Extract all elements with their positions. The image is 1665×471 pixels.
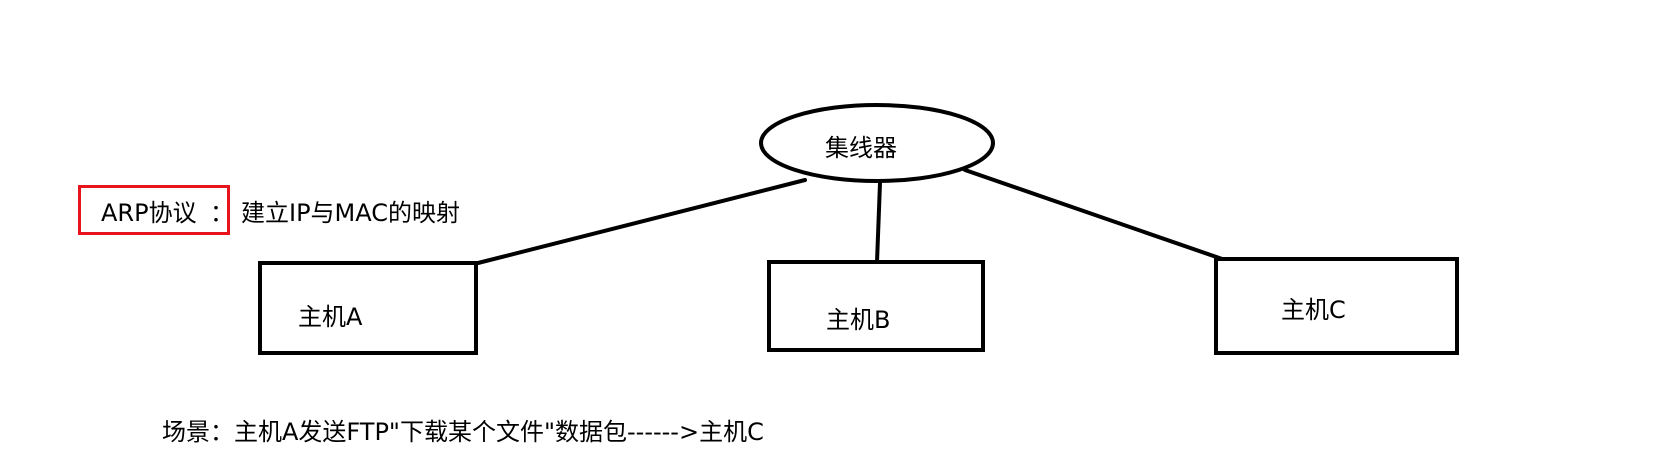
protocol-name: ARP协议 bbox=[101, 199, 197, 227]
host-a-box: 主机A bbox=[258, 261, 478, 355]
host-c-label: 主机C bbox=[1281, 296, 1346, 324]
protocol-highlight-box bbox=[78, 185, 230, 235]
host-b-label: 主机B bbox=[826, 306, 891, 334]
protocol-description: 建立IP与MAC的映射 bbox=[241, 199, 461, 227]
link-hub-host-a bbox=[476, 178, 807, 265]
host-c-box: 主机C bbox=[1214, 257, 1459, 355]
host-b-box: 主机B bbox=[767, 260, 985, 352]
scenario-caption: 场景：主机A发送FTP"下载某个文件"数据包------>主机C bbox=[162, 418, 764, 446]
link-hub-host-c bbox=[963, 168, 1230, 263]
hub-label: 集线器 bbox=[825, 134, 897, 162]
protocol-separator: ： bbox=[210, 199, 234, 227]
hub-node bbox=[759, 103, 995, 183]
host-a-label: 主机A bbox=[298, 303, 363, 331]
link-hub-host-b bbox=[875, 181, 882, 264]
